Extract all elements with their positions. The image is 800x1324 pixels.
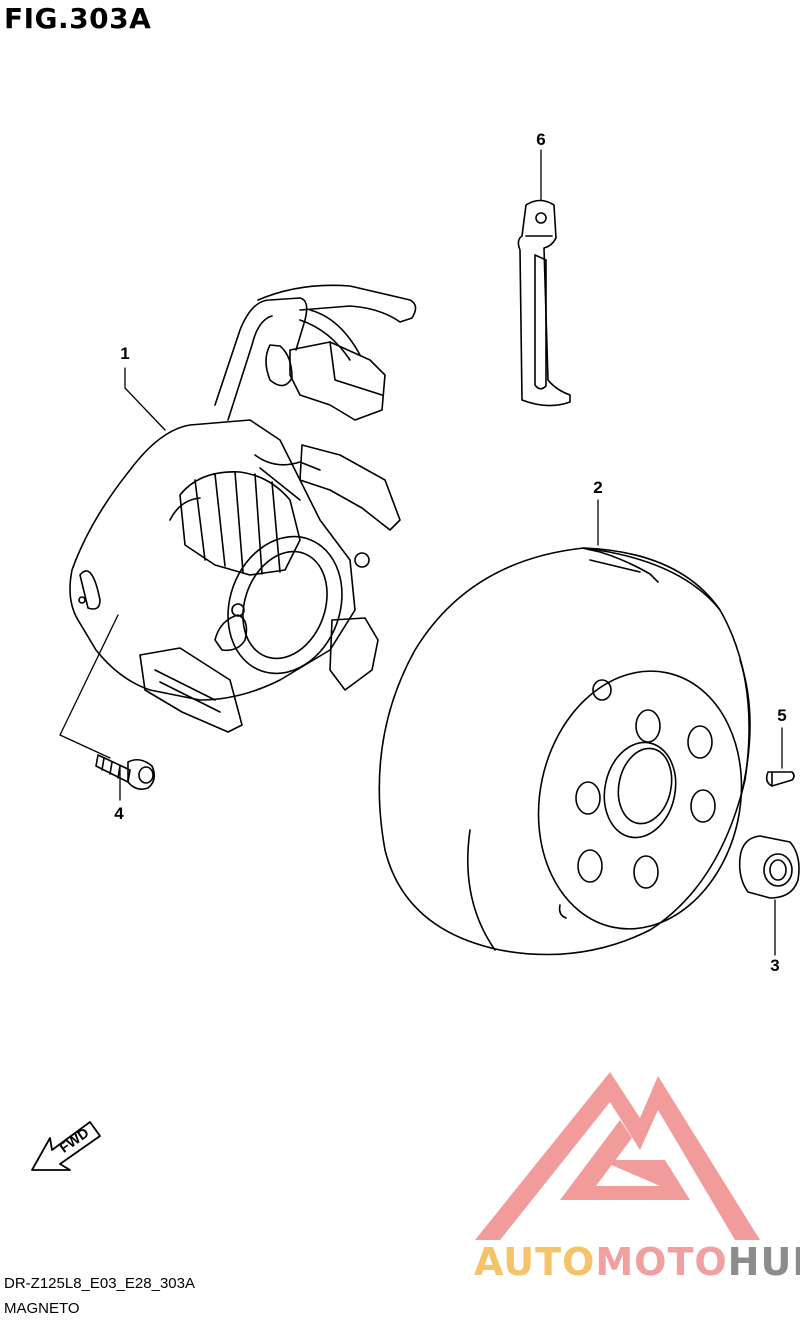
watermark-hub: HUB	[727, 1240, 800, 1284]
part-1-stator-assembly	[69, 284, 417, 733]
fwd-arrow-icon	[31, 1121, 101, 1171]
part-3-nut	[738, 835, 800, 899]
callout-6: 6	[536, 130, 546, 149]
callout-2: 2	[593, 478, 603, 497]
callout-4: 4	[114, 804, 124, 823]
callout-1: 1	[120, 344, 130, 363]
watermark-text: AUTOMOTOHUB	[474, 1240, 800, 1284]
callout-3: 3	[770, 956, 780, 975]
callout-5: 5	[777, 706, 787, 725]
watermark-logo-icon	[475, 1072, 760, 1240]
part-5-key	[765, 771, 795, 787]
part-6-clamp	[517, 199, 571, 407]
part-2-rotor	[378, 547, 751, 956]
watermark-auto: AUTO	[474, 1240, 596, 1284]
leader-lines	[59, 149, 783, 956]
part-4-bolt	[95, 754, 156, 790]
watermark-moto: MOTO	[595, 1240, 728, 1284]
figure-name: MAGNETO	[4, 1300, 80, 1317]
figure-code: DR-Z125L8_E03_E28_303A	[4, 1275, 195, 1292]
figure-title: FIG.303A	[4, 2, 152, 35]
